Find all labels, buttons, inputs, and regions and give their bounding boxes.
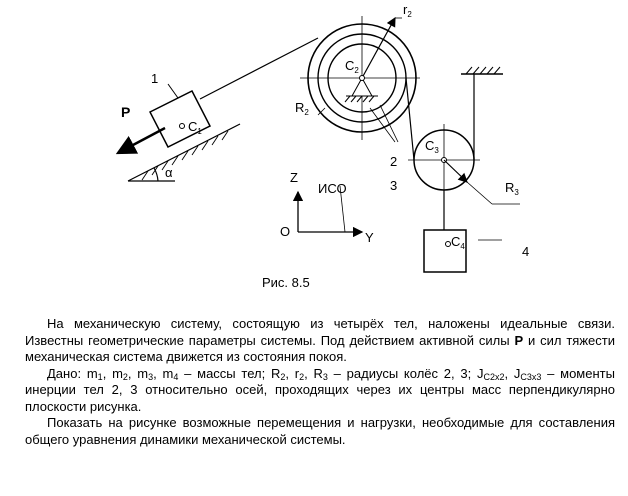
label-origin-o: O	[280, 224, 290, 239]
label-c1: C1	[188, 119, 202, 136]
force-p-arrow	[115, 126, 166, 155]
label-body-1: 1	[151, 71, 158, 86]
wheel-3	[408, 124, 520, 230]
inclined-plane	[127, 123, 241, 182]
label-R2: R2	[295, 100, 309, 117]
block-1	[148, 83, 212, 149]
block-4	[423, 229, 502, 273]
paragraph-2: Дано: m1, m2, m3, m4 – массы тел; R2, r2…	[25, 365, 615, 414]
label-R3: R3	[505, 180, 519, 197]
pivot-support	[344, 75, 378, 103]
label-alpha: α	[165, 165, 173, 180]
rope-1	[199, 37, 319, 100]
axes	[292, 185, 364, 238]
figure-caption: Рис. 8.5	[262, 275, 310, 290]
mechanism-figure: 1 P C1 α r2 C2 R2 C3 2 3 R3 C4 4 Z O Y И…	[115, 2, 529, 273]
label-iso: ИСО	[318, 181, 347, 196]
ceiling-support	[461, 66, 503, 160]
label-c2: C2	[345, 58, 359, 75]
label-axis-y: Y	[365, 230, 374, 245]
label-r2: r2	[403, 2, 412, 19]
rope-2	[405, 77, 415, 161]
label-force-p: P	[121, 104, 130, 120]
label-number-3: 3	[390, 178, 397, 193]
label-number-2: 2	[390, 154, 397, 169]
label-axis-z: Z	[290, 170, 298, 185]
label-c4: C4	[451, 234, 465, 251]
paragraph-3: Показать на рисунке возможные перемещени…	[25, 415, 615, 447]
label-number-4: 4	[522, 244, 529, 259]
label-c3: C3	[425, 138, 439, 155]
paragraph-1: На механическую систему, состоящую из че…	[25, 316, 615, 364]
problem-text: На механическую систему, состоящую из че…	[25, 316, 615, 448]
